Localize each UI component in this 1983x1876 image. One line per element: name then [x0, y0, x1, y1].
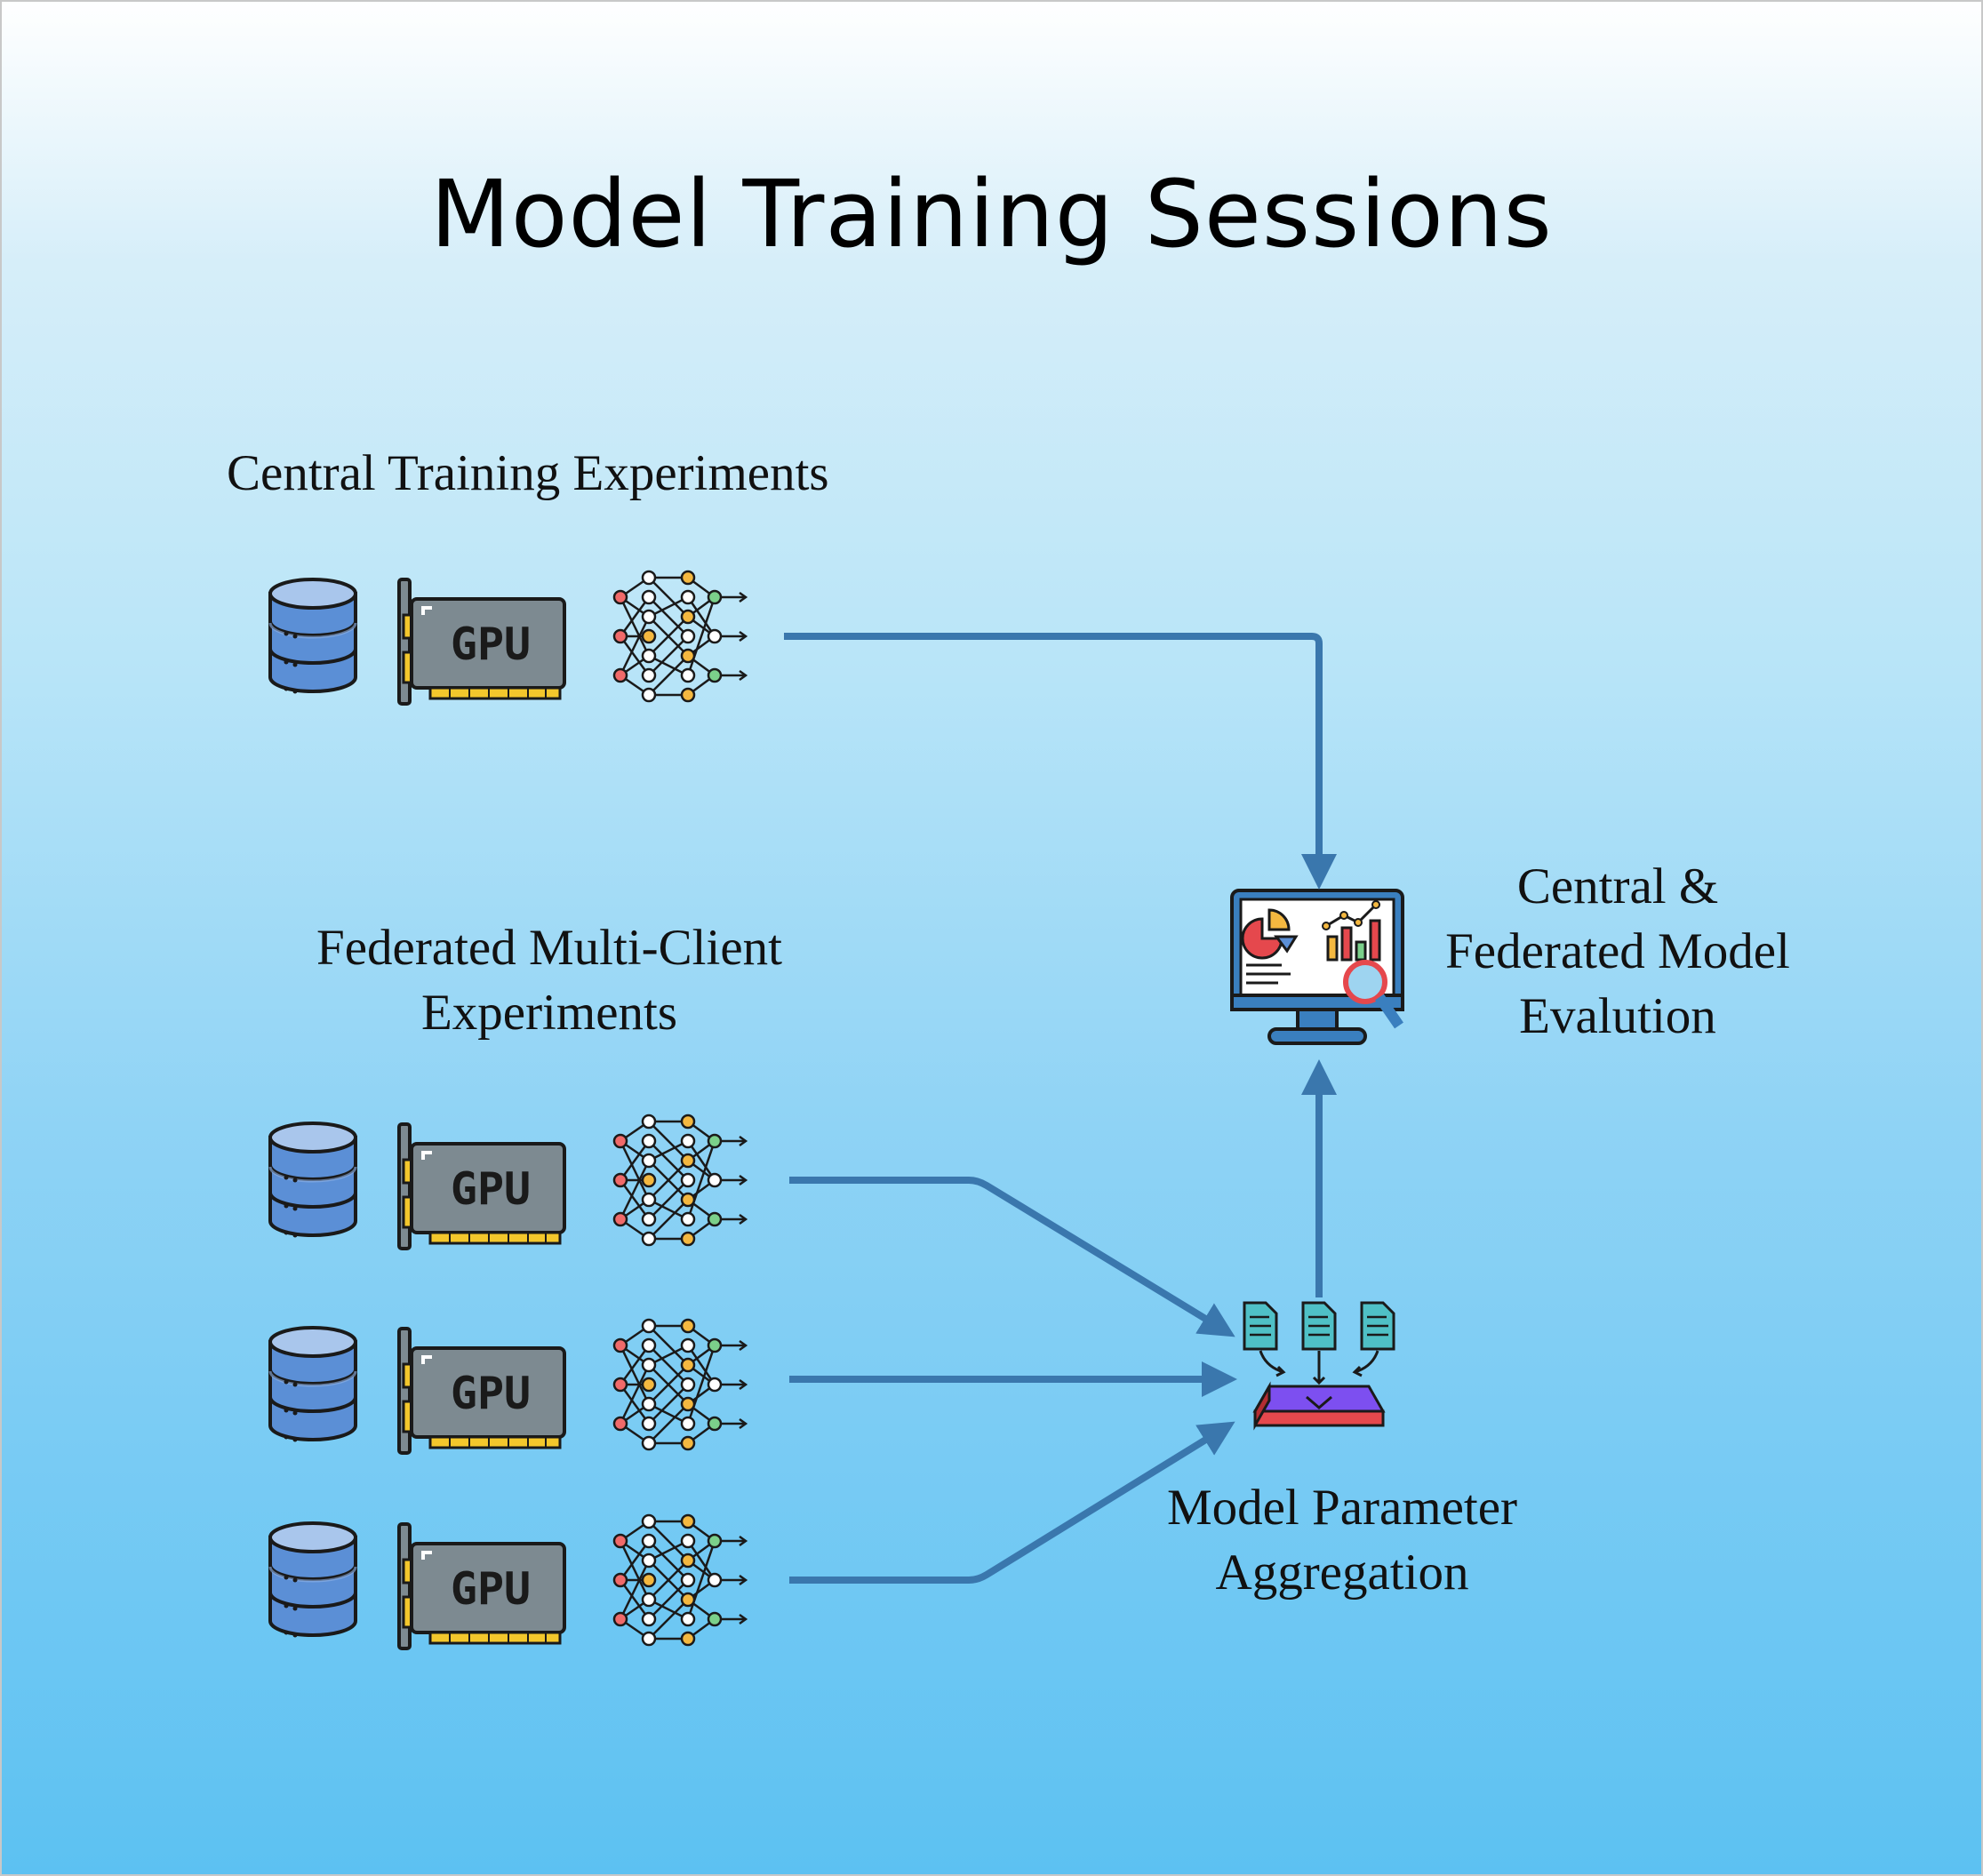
neural-network-icon	[612, 570, 748, 703]
evaluation-label-line3: Evalution	[1519, 988, 1716, 1044]
neural-network-icon	[612, 1513, 748, 1647]
gpu-label: GPU	[451, 619, 531, 670]
client1-to-aggregation-arrow	[789, 1177, 1235, 1337]
federated-label: Federated Multi-Client Experiments	[283, 915, 816, 1045]
gpu-label: GPU	[451, 1368, 531, 1419]
aggregation-label-line1: Model Parameter	[1166, 1480, 1518, 1536]
gpu-label: GPU	[451, 1163, 531, 1215]
evaluation-label-line1: Central &	[1516, 858, 1719, 914]
neural-network-icon	[612, 1114, 748, 1247]
federated-label-line2: Experiments	[420, 985, 678, 1041]
evaluation-label-line2: Federated Model	[1445, 923, 1790, 979]
central-to-evaluation-arrow	[784, 633, 1337, 890]
federated-label-line1: Federated Multi-Client	[316, 920, 782, 976]
client3-to-aggregation-arrow	[789, 1421, 1235, 1584]
database-icon	[268, 578, 357, 696]
aggregation-label-line2: Aggregation	[1215, 1545, 1469, 1601]
diagram-title: Model Training Sessions	[430, 160, 1553, 268]
database-icon	[268, 1122, 357, 1240]
gpu-label: GPU	[451, 1563, 531, 1615]
aggregation-label: Model Parameter Aggregation	[1129, 1475, 1555, 1605]
database-icon	[268, 1521, 357, 1640]
aggregation-icon	[1243, 1301, 1395, 1431]
evaluation-label: Central & Federated Model Evalution	[1413, 854, 1822, 1049]
database-icon	[268, 1326, 357, 1444]
neural-network-icon	[612, 1318, 748, 1451]
central-training-label: Central Training Experiments	[227, 445, 829, 501]
analytics-monitor-icon	[1230, 889, 1404, 1045]
